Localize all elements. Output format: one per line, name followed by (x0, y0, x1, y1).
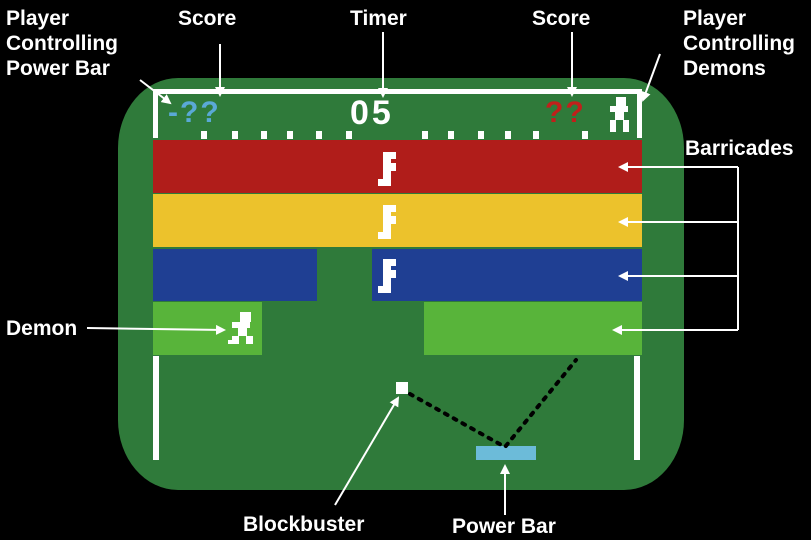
ball-trajectory (410, 360, 576, 447)
label-timer: Timer (350, 6, 407, 31)
demon-icon (378, 152, 396, 186)
label-player-power-bar: Player Controlling Power Bar (6, 6, 118, 81)
label-score-right: Score (532, 6, 590, 31)
label-player-demons: Player Controlling Demons (683, 6, 795, 81)
label-barricades: Barricades (685, 136, 794, 161)
label-score-left: Score (178, 6, 236, 31)
demon-icon (378, 259, 396, 293)
demon-icon (228, 312, 253, 344)
label-blockbuster: Blockbuster (243, 512, 364, 537)
demon-icon (610, 97, 629, 132)
label-power-bar: Power Bar (452, 514, 556, 539)
label-demon: Demon (6, 316, 77, 341)
demon-icon (378, 205, 396, 239)
blockbuster-ball (396, 382, 408, 394)
